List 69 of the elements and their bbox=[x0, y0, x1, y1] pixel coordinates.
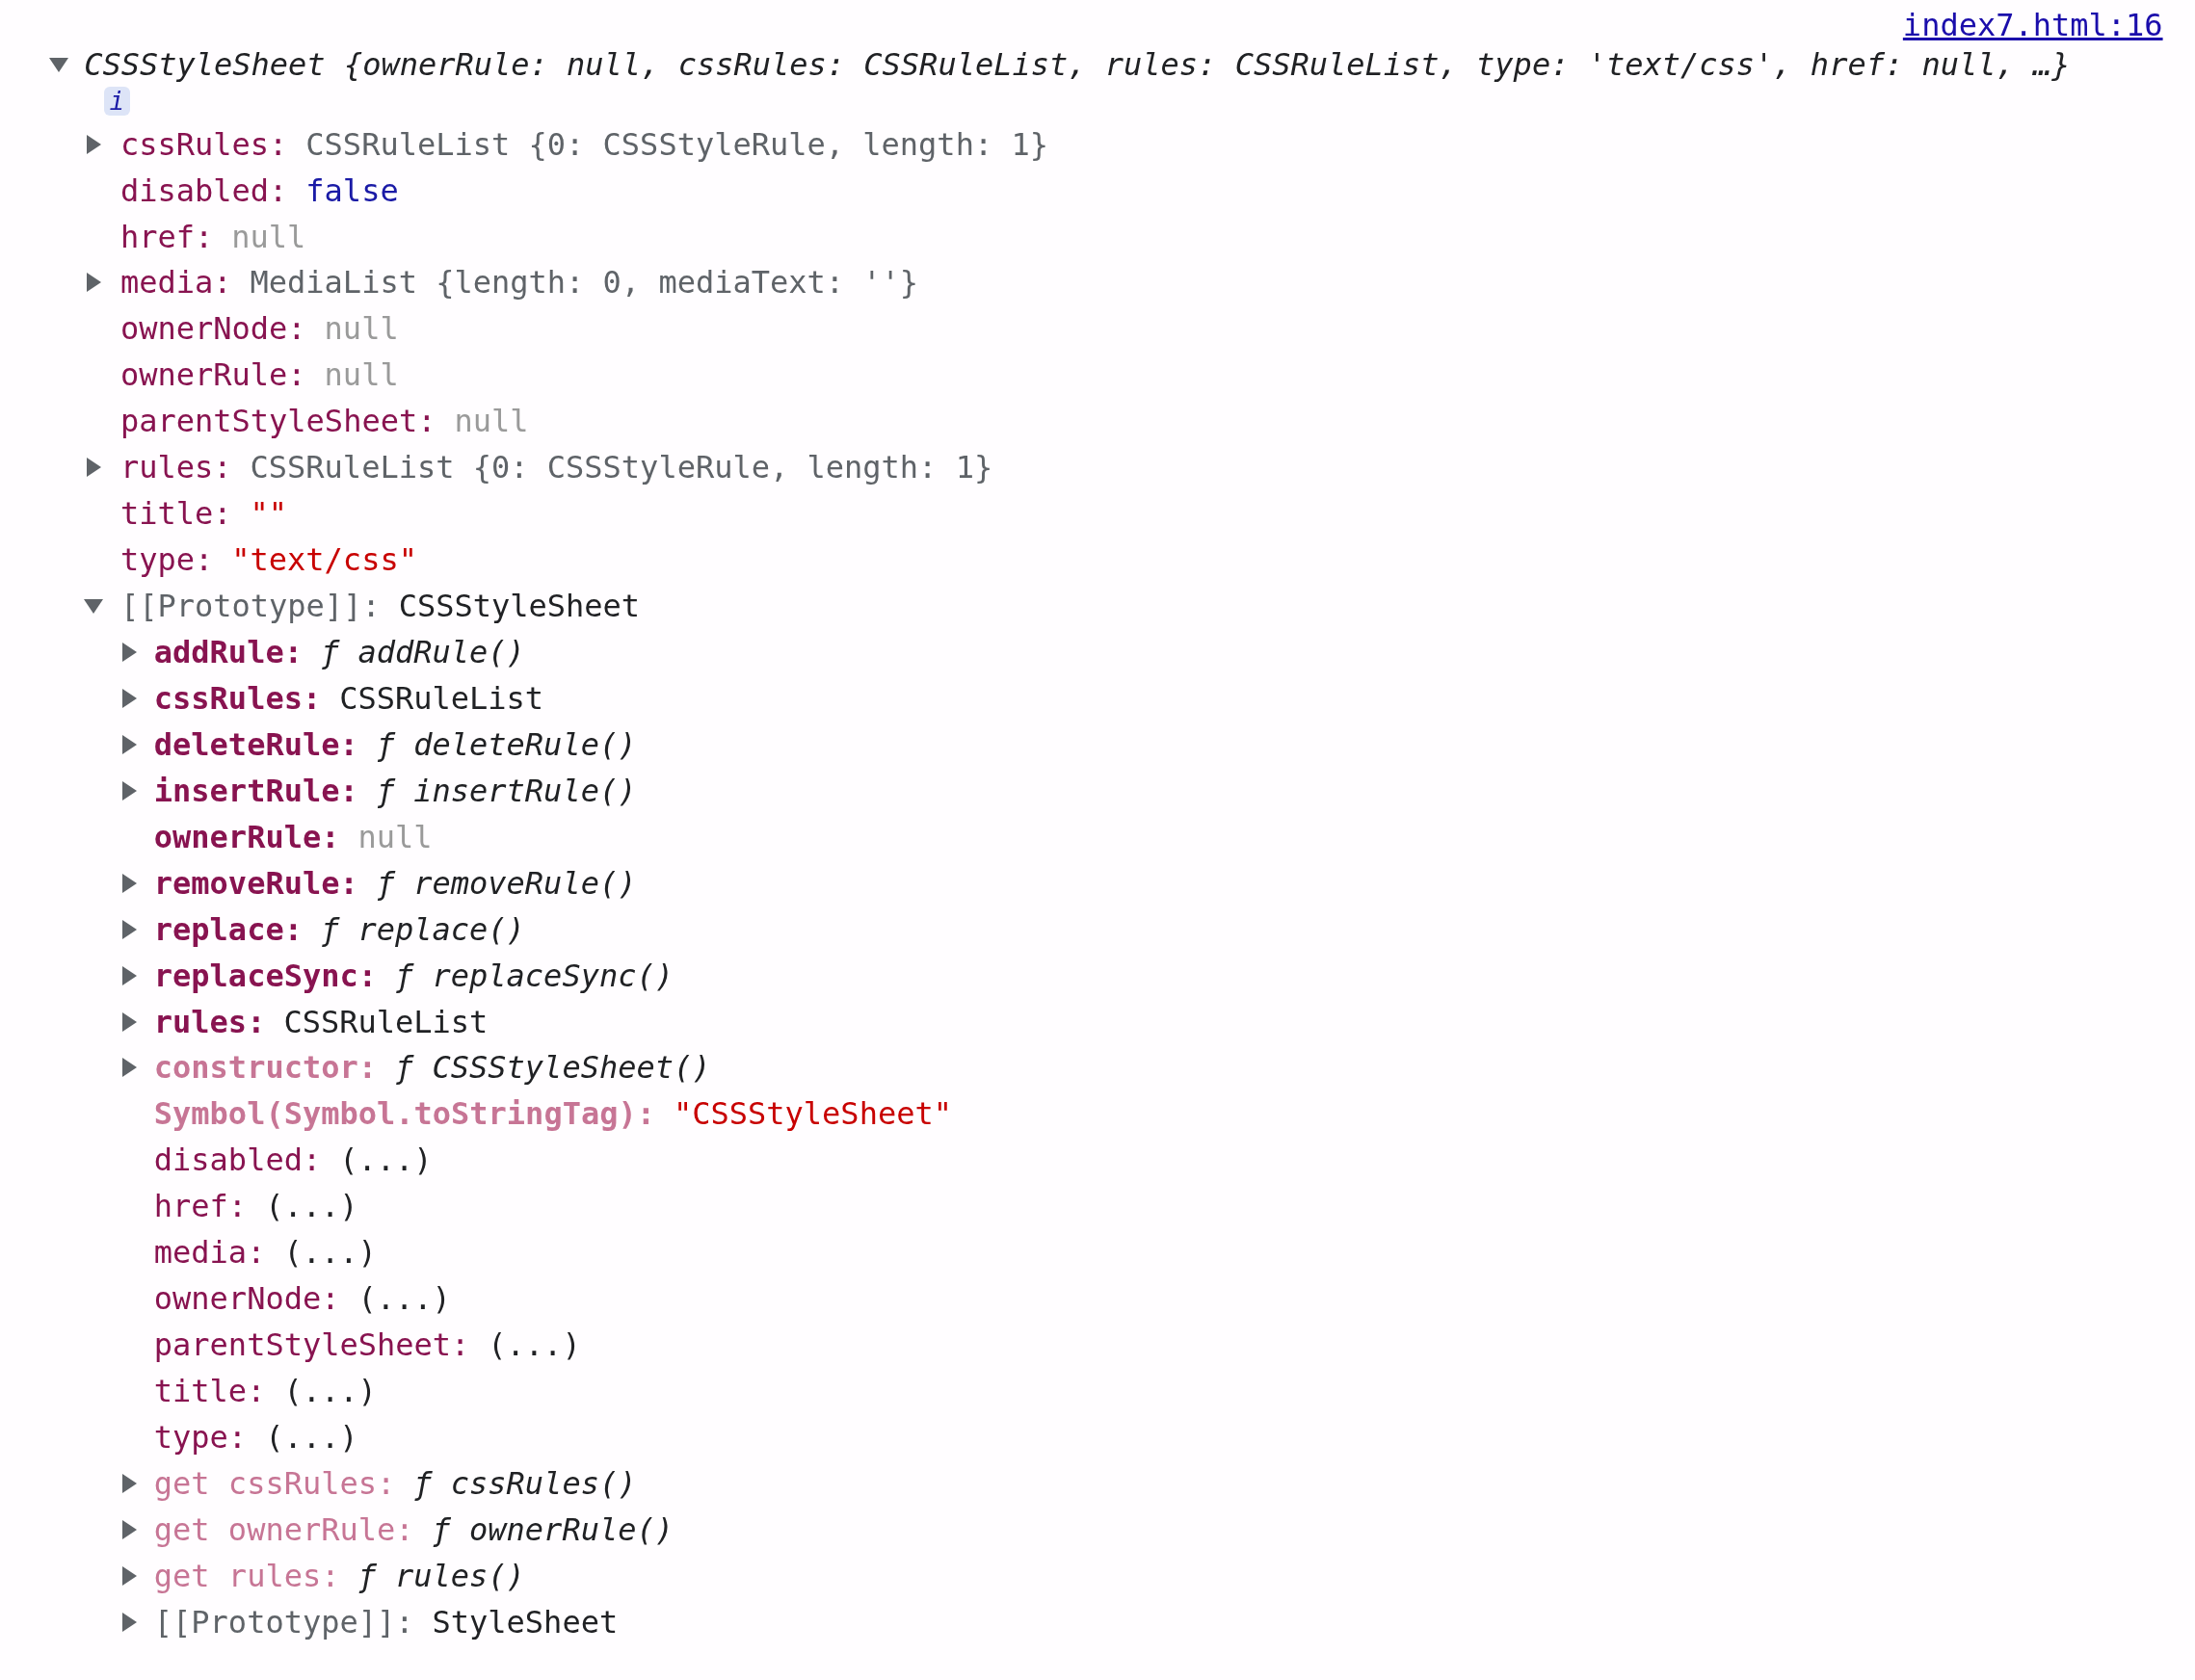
property-name: cssRules: bbox=[119, 124, 288, 164]
property-name: get ownerRule: bbox=[153, 1509, 414, 1549]
property-name: rules: bbox=[119, 448, 232, 487]
property-name: [[Prototype]]: bbox=[153, 1602, 414, 1641]
property-name: parentStyleSheet: bbox=[153, 1326, 470, 1365]
property-name: media: bbox=[119, 263, 232, 302]
property-name: href: bbox=[119, 217, 214, 256]
property-value: CSSStyleSheet bbox=[398, 587, 641, 626]
property-value: "CSSStyleSheet" bbox=[673, 1094, 952, 1134]
property-value: ƒ CSSStyleSheet() bbox=[395, 1048, 711, 1088]
property-name: disabled: bbox=[119, 171, 288, 210]
property-name: type: bbox=[119, 540, 214, 580]
property-value: CSSRuleList bbox=[339, 678, 544, 718]
property-value: false bbox=[305, 171, 399, 210]
property-name: disabled: bbox=[153, 1141, 322, 1180]
property-value: ƒ removeRule() bbox=[376, 863, 637, 903]
property-value: ƒ replaceSync() bbox=[395, 956, 674, 995]
object-summary: CSSStyleSheet {ownerRule: null, cssRules: CSSRuleList, rules: CSSRuleList, type: 'text/css', href: null, …} bbox=[84, 44, 2071, 84]
property-name: Symbol(Symbol.toStringTag): bbox=[153, 1094, 655, 1134]
property-name: type: bbox=[153, 1418, 248, 1457]
property-value: null bbox=[357, 817, 433, 856]
property-name: replaceSync: bbox=[153, 956, 377, 995]
property-value: "text/css" bbox=[231, 540, 417, 580]
property-name: media: bbox=[153, 1233, 266, 1273]
property-value: ƒ rules() bbox=[357, 1556, 525, 1595]
property-value: ƒ replace() bbox=[320, 909, 525, 949]
property-value: ƒ ownerRule() bbox=[432, 1509, 674, 1549]
property-name: removeRule: bbox=[153, 863, 358, 903]
source-link: index7.html:16 bbox=[1902, 6, 2163, 44]
property-name: title: bbox=[153, 1372, 266, 1411]
property-name: get cssRules: bbox=[153, 1463, 396, 1503]
property-name: deleteRule: bbox=[153, 724, 358, 764]
property-value: (...) bbox=[339, 1141, 433, 1180]
property-name: rules: bbox=[153, 1002, 266, 1041]
property-name: href: bbox=[153, 1187, 248, 1226]
property-value: (...) bbox=[488, 1326, 581, 1365]
property-value: (...) bbox=[357, 1279, 451, 1319]
property-value: null bbox=[454, 402, 529, 441]
property-value: CSSRuleList bbox=[283, 1002, 489, 1041]
property-value: (...) bbox=[283, 1233, 377, 1273]
property-name: replace: bbox=[153, 909, 303, 949]
property-value: null bbox=[231, 217, 306, 256]
property-name: addRule: bbox=[153, 633, 303, 671]
property-value: null bbox=[324, 355, 399, 395]
property-name: ownerRule: bbox=[153, 817, 340, 856]
property-value: ƒ insertRule() bbox=[376, 771, 637, 810]
property-name: get rules: bbox=[153, 1556, 340, 1595]
property-name: ownerNode: bbox=[119, 309, 306, 349]
property-value: (...) bbox=[265, 1418, 358, 1457]
property-value: MediaList {length: 0, mediaText: ''} bbox=[250, 263, 919, 302]
property-name: ownerRule: bbox=[119, 355, 306, 395]
property-name: parentStyleSheet: bbox=[119, 402, 436, 441]
property-value: (...) bbox=[265, 1187, 358, 1226]
property-name: constructor: bbox=[153, 1048, 377, 1088]
property-name: cssRules: bbox=[153, 678, 322, 718]
property-value: CSSRuleList {0: CSSStyleRule, length: 1} bbox=[250, 448, 993, 487]
property-value: ƒ cssRules() bbox=[413, 1463, 637, 1503]
info-badge: i bbox=[103, 86, 131, 116]
property-name: [[Prototype]]: bbox=[119, 587, 381, 626]
property-name: insertRule: bbox=[153, 771, 358, 810]
property-value: ƒ deleteRule() bbox=[376, 724, 637, 764]
property-value: null bbox=[324, 309, 399, 349]
property-value: StyleSheet bbox=[432, 1602, 619, 1641]
property-value: (...) bbox=[283, 1372, 377, 1411]
property-name: title: bbox=[119, 494, 232, 534]
property-name: ownerNode: bbox=[153, 1279, 340, 1319]
property-value: "" bbox=[250, 494, 288, 534]
property-value: CSSRuleList {0: CSSStyleRule, length: 1} bbox=[305, 124, 1048, 164]
property-value: ƒ addRule() bbox=[320, 633, 525, 671]
